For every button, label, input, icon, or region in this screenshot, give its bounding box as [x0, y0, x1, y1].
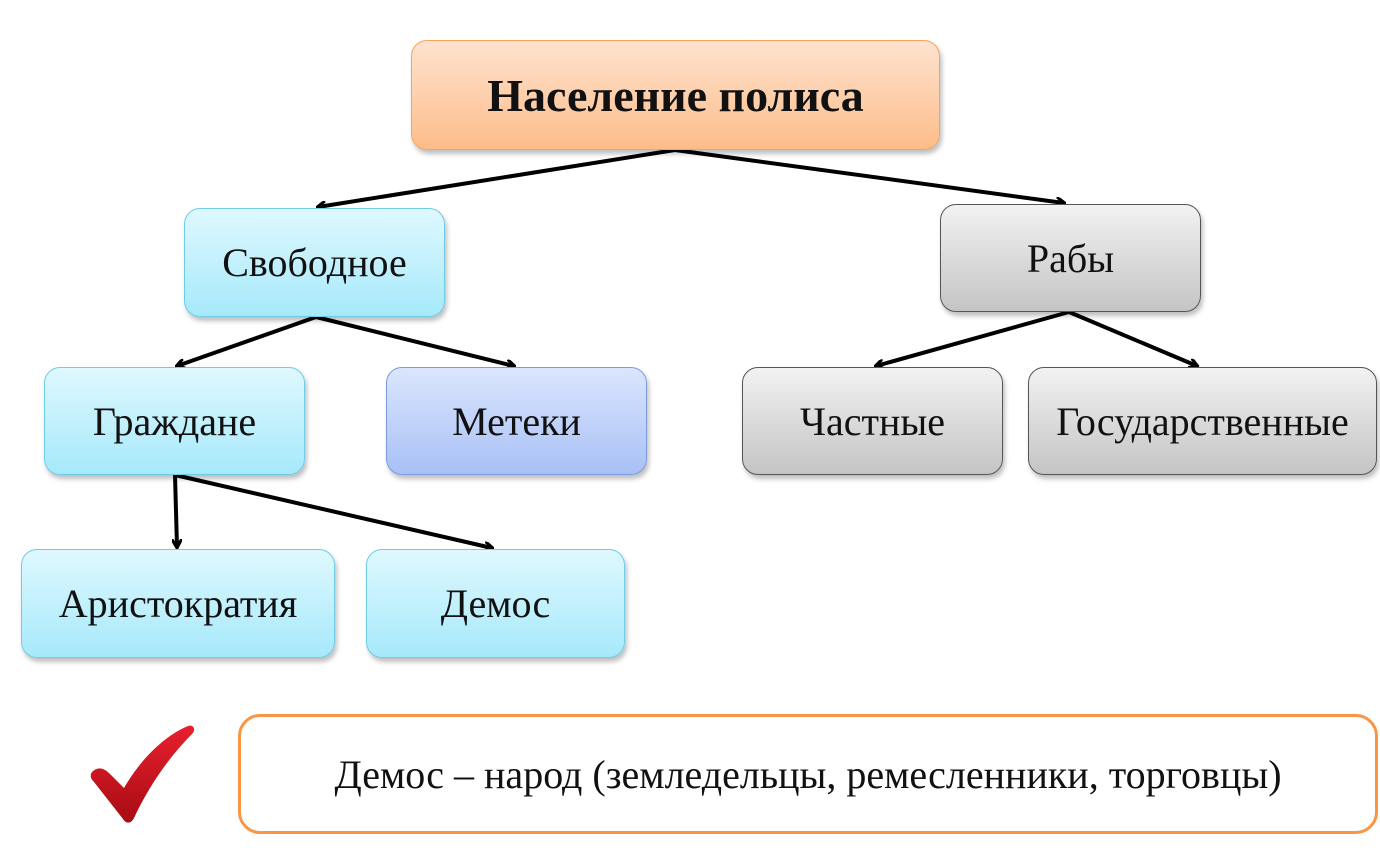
arrow-free-citizens — [177, 315, 317, 366]
arrow-free-metics — [315, 315, 514, 366]
checkmark-icon — [90, 725, 195, 823]
arrow-citizens-aristocracy — [175, 474, 177, 547]
node-free: Свободное — [184, 208, 445, 317]
node-aristocracy: Аристократия — [21, 549, 335, 658]
node-demos-label: Демос — [440, 581, 551, 626]
arrow-citizens-demos — [174, 473, 492, 548]
node-free-label: Свободное — [222, 240, 407, 285]
node-citizens-label: Граждане — [92, 398, 257, 444]
node-slaves: Рабы — [940, 204, 1201, 312]
node-state: Государственные — [1028, 367, 1377, 475]
node-citizens: Граждане — [44, 367, 305, 475]
node-private-label: Частные — [799, 398, 946, 444]
note-text: Демос – народ (земледельцы, ремесленники… — [334, 751, 1282, 797]
node-private: Частные — [742, 367, 1003, 475]
arrow-slaves-state — [1068, 310, 1197, 366]
arrow-root-free — [318, 148, 676, 207]
node-demos: Демос — [366, 549, 625, 658]
note-box: Демос – народ (земледельцы, ремесленники… — [238, 714, 1378, 834]
node-metics-label: Метеки — [452, 398, 581, 444]
node-state-label: Государственные — [1056, 398, 1349, 444]
arrow-slaves-private — [876, 310, 1070, 366]
node-metics: Метеки — [386, 367, 647, 475]
arrow-root-slaves — [674, 148, 1064, 203]
root-label: Население полиса — [487, 69, 864, 121]
root-node: Население полиса — [411, 40, 940, 150]
node-aristocracy-label: Аристократия — [58, 581, 298, 626]
node-slaves-label: Рабы — [1026, 235, 1115, 281]
